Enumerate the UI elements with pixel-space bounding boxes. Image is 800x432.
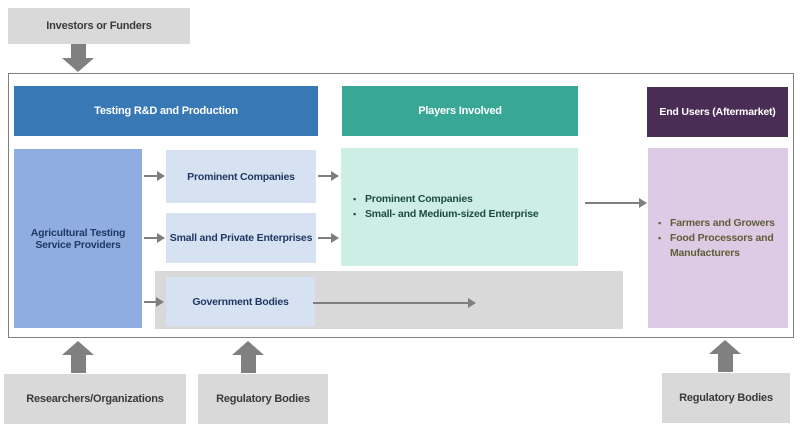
header-testing-rd-production: Testing R&D and Production bbox=[14, 86, 318, 136]
researchers-box: Researchers/Organizations bbox=[4, 374, 186, 424]
investors-box: Investors or Funders bbox=[8, 8, 190, 44]
entity-small-private-enterprises: Small and Private Enterprises bbox=[166, 213, 316, 263]
arrow-head bbox=[62, 58, 94, 72]
arrow-provider-to-government bbox=[144, 296, 164, 308]
regulatory-box-left: Regulatory Bodies bbox=[198, 374, 328, 424]
regulatory-box-right: Regulatory Bodies bbox=[662, 373, 790, 423]
players-involved-list: Prominent Companies Small- and Medium-si… bbox=[353, 192, 578, 222]
list-item: Small- and Medium-sized Enterprise bbox=[353, 207, 578, 222]
end-users-box: Farmers and Growers Food Processors and … bbox=[648, 148, 788, 328]
investors-label: Investors or Funders bbox=[46, 20, 152, 32]
researchers-label: Researchers/Organizations bbox=[26, 393, 164, 405]
arrow-up-researchers bbox=[62, 341, 94, 373]
arrow-line bbox=[144, 301, 158, 303]
arrow-head bbox=[62, 341, 94, 355]
entity-label: Prominent Companies bbox=[187, 170, 295, 183]
arrow-down-investors bbox=[62, 44, 94, 72]
arrow-head bbox=[156, 297, 164, 307]
header-players-involved: Players Involved bbox=[342, 86, 578, 136]
arrow-shaft bbox=[240, 355, 256, 373]
arrow-head bbox=[157, 233, 165, 243]
arrow-line bbox=[144, 237, 159, 239]
arrow-provider-to-prominent bbox=[144, 170, 165, 182]
arrow-up-regulatory-right bbox=[709, 340, 741, 372]
entity-prominent-companies: Prominent Companies bbox=[166, 150, 316, 203]
entity-label: Government Bodies bbox=[192, 295, 289, 308]
arrow-head bbox=[468, 298, 476, 308]
arrow-line bbox=[318, 175, 333, 177]
players-involved-box: Prominent Companies Small- and Medium-si… bbox=[341, 148, 578, 266]
arrow-shaft bbox=[70, 355, 86, 373]
arrow-players-to-endusers bbox=[585, 197, 647, 209]
header-end-users: End Users (Aftermarket) bbox=[647, 87, 788, 137]
arrow-head bbox=[709, 340, 741, 354]
arrow-head bbox=[331, 171, 339, 181]
arrow-small-to-players bbox=[318, 232, 339, 244]
arrow-up-regulatory-left bbox=[232, 341, 264, 373]
regulatory-label: Regulatory Bodies bbox=[679, 392, 773, 404]
list-item: Farmers and Growers bbox=[658, 216, 782, 231]
provider-label: Agricultural Testing Service Providers bbox=[30, 226, 126, 251]
arrow-line bbox=[313, 302, 470, 304]
arrow-line bbox=[585, 202, 641, 204]
arrow-line bbox=[144, 175, 159, 177]
arrow-government-band bbox=[313, 297, 476, 309]
header-label: Players Involved bbox=[418, 105, 502, 117]
list-item: Prominent Companies bbox=[353, 192, 578, 207]
regulatory-label: Regulatory Bodies bbox=[216, 393, 310, 405]
end-users-list: Farmers and Growers Food Processors and … bbox=[658, 216, 782, 261]
arrow-prominent-to-players bbox=[318, 170, 339, 182]
provider-box: Agricultural Testing Service Providers bbox=[14, 149, 142, 328]
arrow-line bbox=[318, 237, 333, 239]
list-item: Food Processors and Manufacturers bbox=[658, 231, 782, 261]
entity-government-bodies: Government Bodies bbox=[166, 277, 315, 326]
header-label: Testing R&D and Production bbox=[94, 105, 238, 117]
header-label: End Users (Aftermarket) bbox=[659, 106, 776, 118]
entity-label: Small and Private Enterprises bbox=[169, 232, 313, 244]
arrow-provider-to-small bbox=[144, 232, 165, 244]
arrow-head bbox=[157, 171, 165, 181]
arrow-shaft bbox=[70, 44, 86, 58]
arrow-head bbox=[639, 198, 647, 208]
arrow-head bbox=[232, 341, 264, 355]
arrow-head bbox=[331, 233, 339, 243]
arrow-shaft bbox=[717, 354, 733, 372]
